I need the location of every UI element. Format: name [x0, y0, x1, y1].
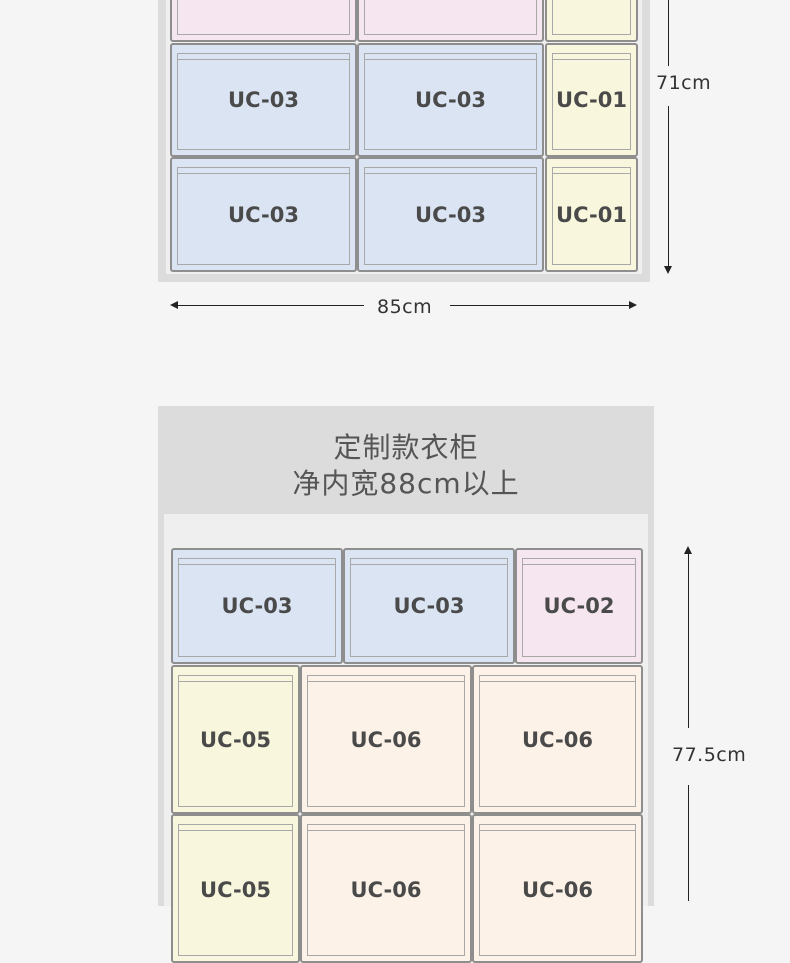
- drawer-box-uc01: UC-01: [545, 157, 638, 272]
- width-dimension-line: [176, 305, 364, 306]
- drawer-box-uc01: UC-01: [545, 43, 638, 157]
- width-label: 85cm: [377, 296, 433, 318]
- drawer-box: [357, 0, 544, 42]
- drawer-box-uc03: UC-03: [170, 43, 357, 157]
- arrow-down-icon: [664, 266, 672, 274]
- drawer-box-uc05: UC-05: [171, 665, 300, 814]
- height-dimension-line: [688, 553, 689, 728]
- drawer-box-uc06: UC-06: [472, 814, 643, 963]
- drawer-box-uc06: UC-06: [300, 665, 472, 814]
- drawer-box-uc03: UC-03: [343, 548, 515, 664]
- height-label: 77.5cm: [672, 744, 747, 766]
- arrow-up-icon: [684, 546, 692, 554]
- drawer-box: [170, 0, 357, 42]
- arrow-right-icon: [629, 301, 637, 309]
- drawer-box-uc03: UC-03: [357, 157, 544, 272]
- drawer-box: [545, 0, 638, 42]
- height-dimension-line: [688, 785, 689, 901]
- drawer-box-uc03: UC-03: [357, 43, 544, 157]
- drawer-box-uc03: UC-03: [170, 157, 357, 272]
- height-label: 71cm: [656, 72, 712, 94]
- drawer-box-uc02: UC-02: [515, 548, 643, 664]
- arrow-left-icon: [170, 301, 178, 309]
- height-dimension-line: [668, 106, 669, 266]
- wardrobe-title: 定制款衣柜: [333, 431, 479, 464]
- height-dimension-line: [668, 0, 669, 66]
- drawer-box-uc06: UC-06: [472, 665, 643, 814]
- width-dimension-line: [450, 305, 630, 306]
- drawer-box-uc06: UC-06: [300, 814, 472, 963]
- drawer-box-uc05: UC-05: [171, 814, 300, 963]
- wardrobe-subtitle: 净内宽88cm以上: [292, 467, 520, 500]
- drawer-box-uc03: UC-03: [171, 548, 343, 664]
